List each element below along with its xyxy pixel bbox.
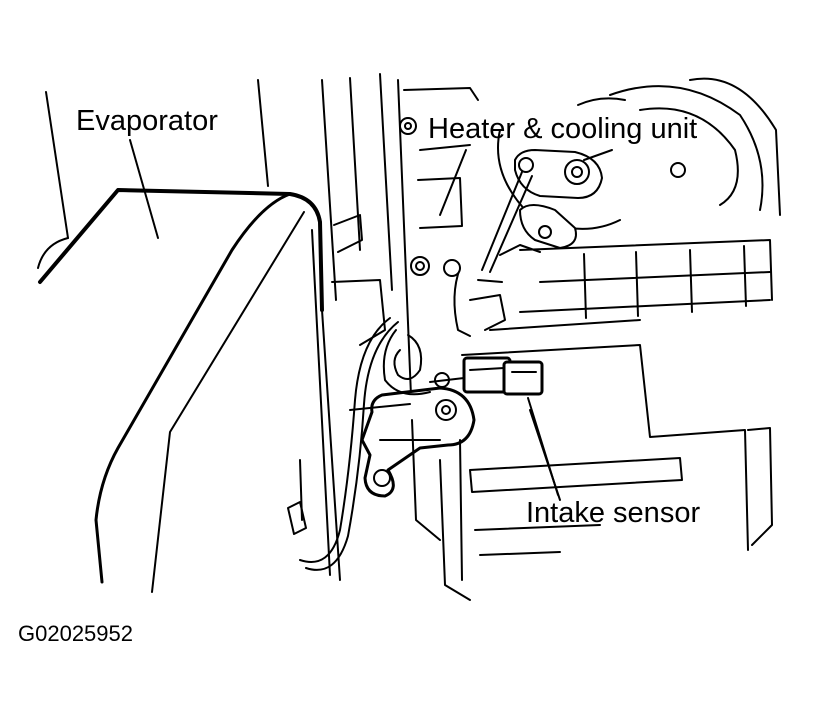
intake-sensor-label: Intake sensor <box>526 497 700 529</box>
heater-cooling-leader-line-right <box>583 149 613 161</box>
linkage-mechanism <box>453 149 603 337</box>
heater-cooling-leader-line-left <box>439 149 467 216</box>
wire-harness <box>287 317 399 571</box>
leader-lines <box>129 139 613 496</box>
intake-sensor-part <box>429 356 544 396</box>
evaporator-part <box>37 79 341 593</box>
intake-sensor-leader-line <box>527 397 559 496</box>
frame-lines <box>321 73 393 346</box>
heater-cooling-unit-label: Heater & cooling unit <box>428 113 697 145</box>
evaporator-label: Evaporator <box>76 105 218 137</box>
evaporator-leader-line <box>129 139 159 239</box>
figure-id-label: G02025952 <box>18 621 133 646</box>
fasteners <box>399 117 461 277</box>
sensor-bracket <box>349 329 476 498</box>
